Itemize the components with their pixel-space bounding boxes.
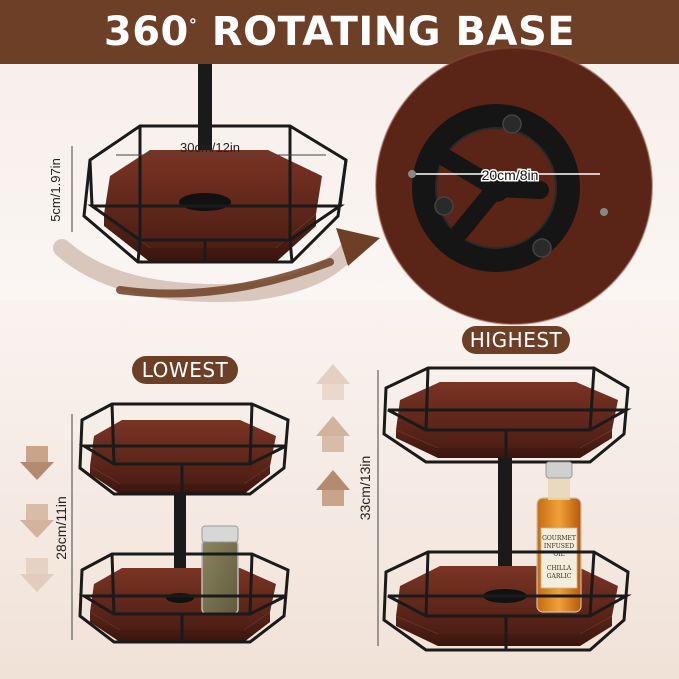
- bottle-label: [540, 527, 578, 589]
- highest-height-label: 33cm/13in: [357, 456, 373, 521]
- bottle-label-text: GOURMET INFUSED OIL CHILLA GARLIC: [542, 535, 576, 580]
- single-tray-illustration: [53, 64, 380, 303]
- bottle-label-line2: INFUSED: [544, 543, 574, 550]
- bearing-closeup: [375, 47, 653, 325]
- tray-rail: [82, 124, 348, 264]
- diameter-label: 20cm/8in: [482, 167, 539, 183]
- bottle-label-line5: GARLIC: [547, 573, 572, 580]
- lowest-badge: LOWEST: [132, 356, 238, 384]
- bottle-label-line3: OIL: [553, 551, 564, 558]
- bottle-label-line4: CHILLA: [547, 565, 572, 572]
- lowest-height-label: 28cm/11in: [53, 496, 69, 560]
- bottle-label-line1: GOURMET: [542, 535, 576, 542]
- lowest-two-tier-rack: [20, 402, 290, 644]
- rotation-arrow-head: [336, 228, 380, 266]
- spice-jar: [201, 539, 239, 615]
- rotation-arrow-body: [53, 235, 361, 303]
- highest-two-tier-rack: [316, 364, 632, 652]
- width-label: 30cm/12in: [180, 140, 240, 155]
- highest-badge: HIGHEST: [462, 326, 570, 354]
- tray-height-label: 5cm/1.97in: [48, 158, 63, 222]
- title-banner: 360° ROTATING BASE: [0, 0, 679, 64]
- tray-edge: [104, 214, 316, 262]
